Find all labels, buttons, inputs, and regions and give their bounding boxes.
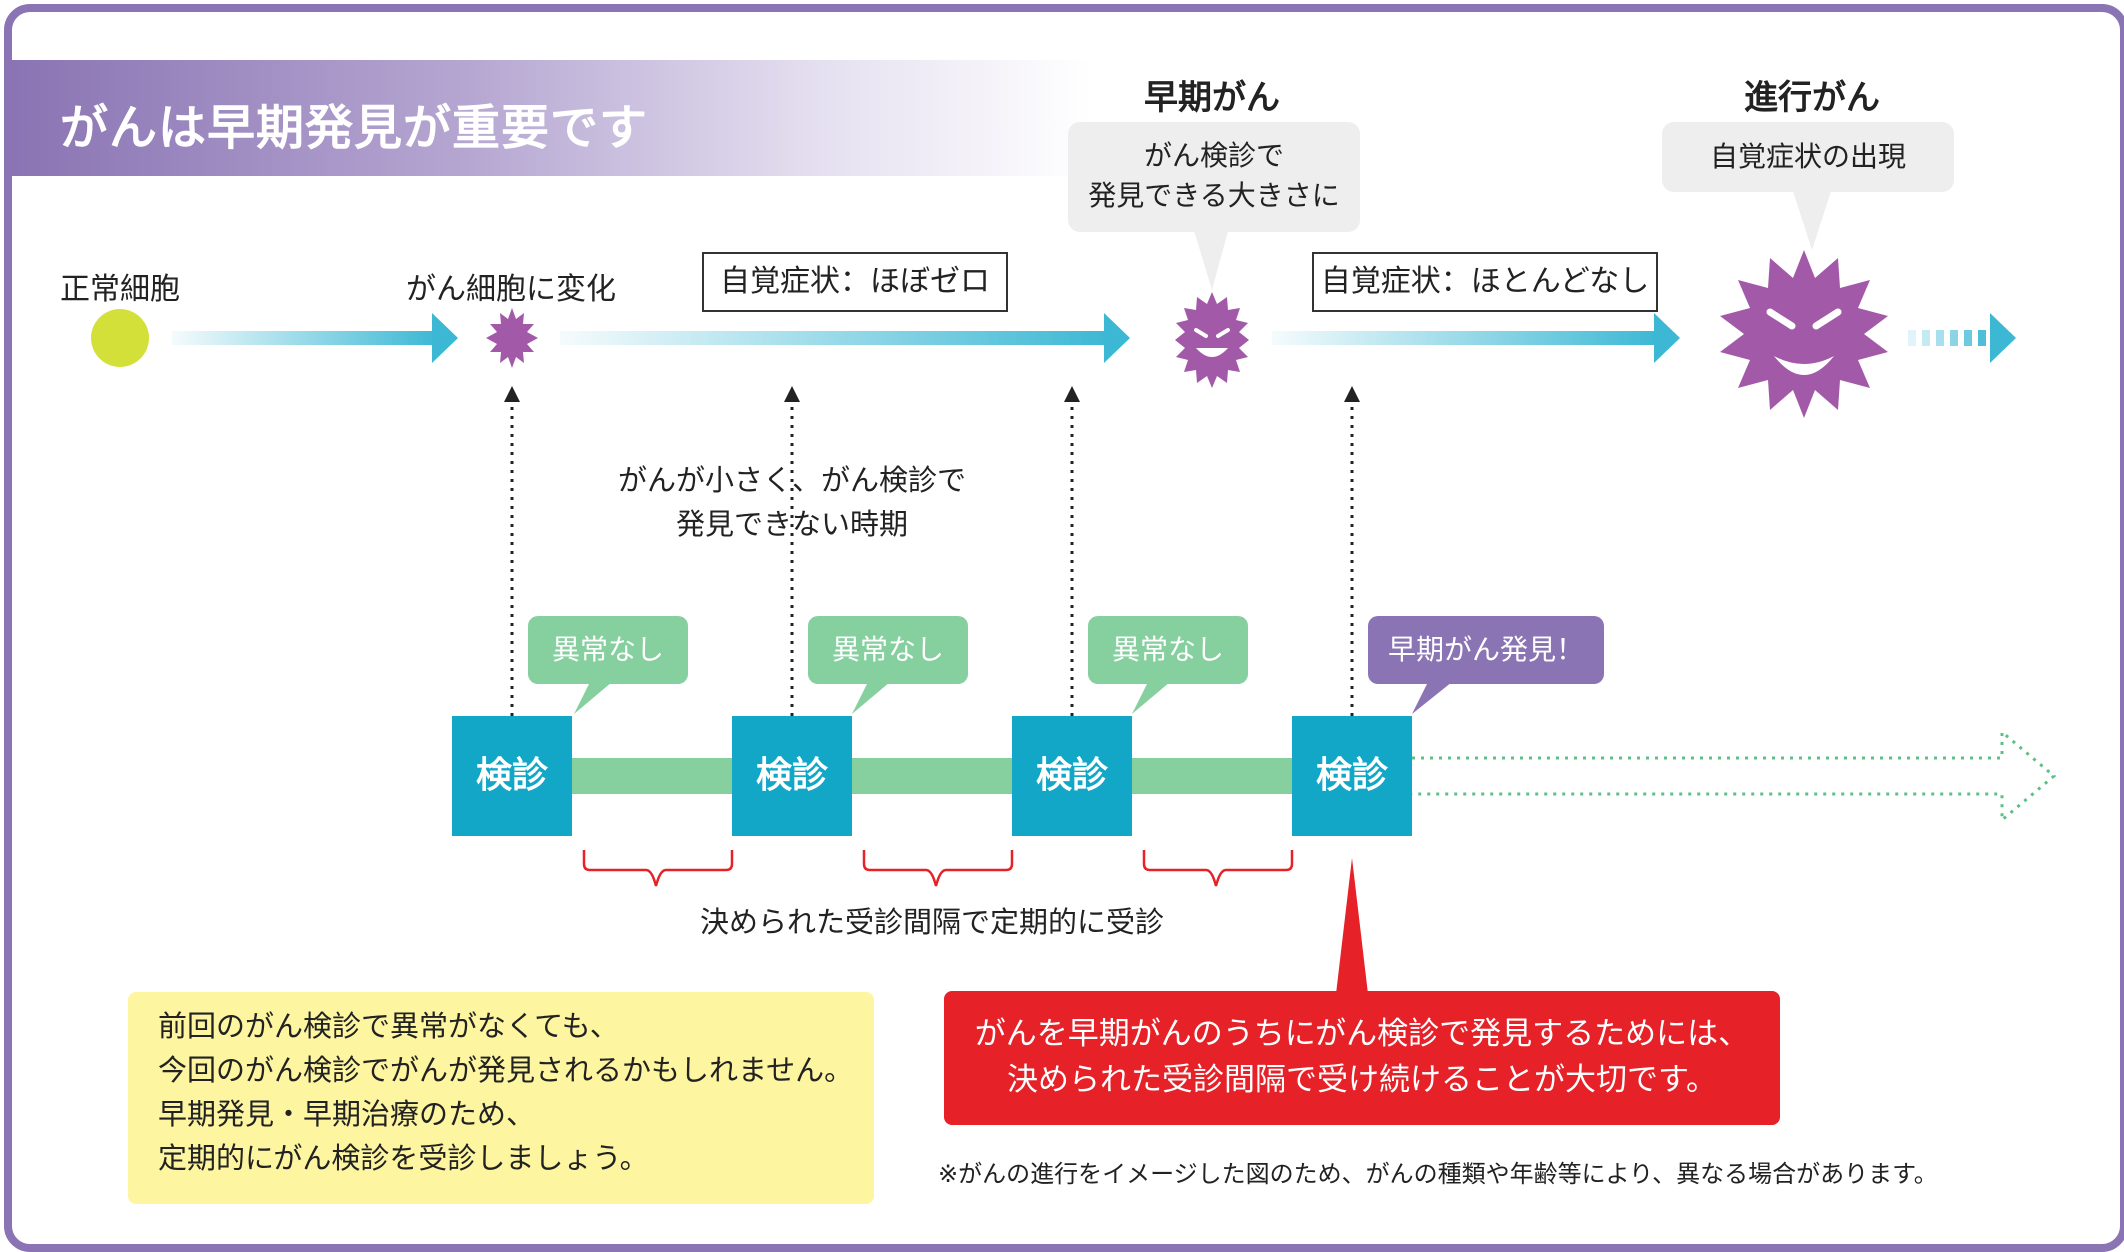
- timeline-bar-1: [572, 758, 732, 794]
- result-callout-4: 早期がん発見！: [1368, 616, 1604, 684]
- callout-pointer-3: [1132, 682, 1170, 714]
- cancer-change-label: がん細胞に変化: [406, 272, 616, 307]
- progression-arrow-1: [172, 313, 458, 363]
- undetectable-period-label: がんが小さく、がん検診で 発見できない時期: [592, 458, 992, 546]
- interval-brace-2: [862, 850, 1014, 887]
- exam-pointer-2: [784, 386, 800, 716]
- exam-pointer-3: [1064, 386, 1080, 716]
- advice-note: 前回のがん検診で異常がなくても、 今回のがん検診でがんが発見されるかもしれません…: [128, 992, 874, 1204]
- advanced-cancer-heading: 進行がん: [1744, 78, 1880, 118]
- callout-pointer-2: [852, 682, 890, 714]
- interval-brace-3: [1142, 850, 1294, 887]
- progression-arrow-3: [1272, 313, 1680, 363]
- red-note-pointer: [1336, 858, 1368, 994]
- symptom-box-almost-none: 自覚症状：ほとんどなし: [1312, 252, 1658, 312]
- undetectable-line-1: がんが小さく、がん検診で: [617, 463, 966, 497]
- early-bubble-line-2: 発見できる大きさに: [1088, 179, 1340, 212]
- interval-brace-1: [582, 850, 734, 887]
- result-callout-3: 異常なし: [1088, 616, 1248, 684]
- advice-line-1: 前回のがん検診で異常がなくても、: [158, 1009, 619, 1043]
- advice-line-2: 今回のがん検診でがんが発見されるかもしれません。: [158, 1053, 854, 1087]
- bubble-pointer-early: [1192, 224, 1230, 290]
- advice-line-3: 早期発見・早期治療のため、: [158, 1097, 536, 1131]
- diagram-frame: がんは早期発見が重要です 正常細胞 がん細胞に変化 早期がん 進行がん がん検診…: [4, 4, 2124, 1252]
- early-cancer-icon: [1175, 292, 1249, 388]
- future-exams-arrow: [1412, 728, 2057, 824]
- exam-pointer-4: [1344, 386, 1360, 716]
- early-detectable-bubble: がん検診で 発見できる大きさに: [1068, 122, 1360, 232]
- symptoms-appear-bubble: 自覚症状の出現: [1662, 122, 1954, 192]
- early-cancer-heading: 早期がん: [1144, 78, 1280, 118]
- early-bubble-line-1: がん検診で: [1143, 139, 1284, 172]
- exam-box-2: 検診: [732, 716, 852, 836]
- timeline-bar-3: [1132, 758, 1292, 794]
- progression-arrow-continuation: [1908, 313, 2016, 363]
- undetectable-line-2: 発見できない時期: [675, 507, 908, 541]
- callout-pointer-4: [1412, 682, 1452, 714]
- key-message-line-1: がんを早期がんのうちにがん検診で発見するためには、: [974, 1016, 1750, 1052]
- key-message-line-2: 決められた受診間隔で受け続けることが大切です。: [1007, 1062, 1717, 1098]
- footnote: ※がんの進行をイメージした図のため、がんの種類や年齢等により、異なる場合がありま…: [938, 1160, 1938, 1188]
- page-title: がんは早期発見が重要です: [60, 100, 649, 156]
- small-cancer-cell-icon: [486, 308, 538, 368]
- advice-line-4: 定期的にがん検診を受診しましょう。: [158, 1141, 649, 1175]
- normal-cell-label: 正常細胞: [60, 272, 180, 307]
- title-band: [12, 60, 1092, 176]
- symptom-box-near-zero: 自覚症状：ほぼゼロ: [702, 252, 1008, 312]
- exam-box-4: 検診: [1292, 716, 1412, 836]
- result-callout-2: 異常なし: [808, 616, 968, 684]
- exam-box-3: 検診: [1012, 716, 1132, 836]
- exam-box-1: 検診: [452, 716, 572, 836]
- exam-pointer-1: [504, 386, 520, 716]
- diagram-graphics: [91, 182, 2057, 994]
- key-message-note: がんを早期がんのうちにがん検診で発見するためには、 決められた受診間隔で受け続け…: [944, 991, 1780, 1125]
- progression-arrow-2: [560, 313, 1130, 363]
- timeline-bar-2: [852, 758, 1012, 794]
- result-callout-1: 異常なし: [528, 616, 688, 684]
- advanced-cancer-icon: [1720, 250, 1888, 418]
- normal-cell-icon: [91, 309, 149, 367]
- callout-pointer-1: [574, 682, 612, 714]
- interval-label: 決められた受診間隔で定期的に受診: [699, 905, 1164, 939]
- bubble-pointer-advanced: [1790, 182, 1834, 250]
